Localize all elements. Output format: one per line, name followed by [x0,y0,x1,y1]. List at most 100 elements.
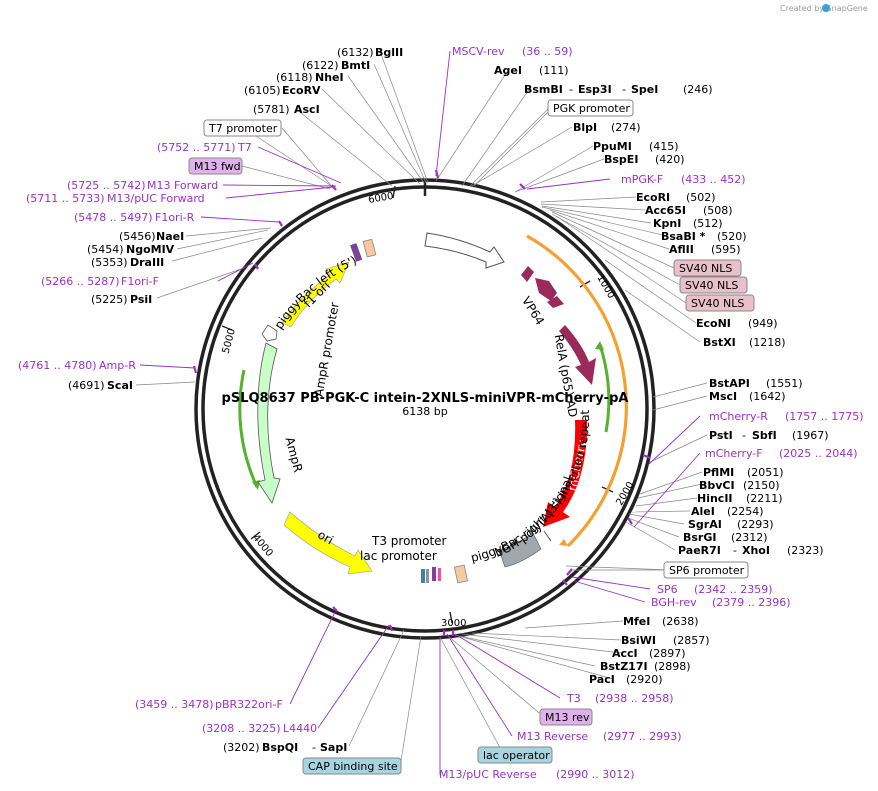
site-esp3i[interactable]: Esp3I [578,83,612,96]
feature-orange-box-bottom[interactable] [453,564,469,584]
site-bglii[interactable]: BglII [375,46,403,59]
feature-nls-2[interactable] [547,296,564,308]
feature-t7-box[interactable] [350,243,363,262]
site-afliii-pos: (595) [711,243,741,256]
feature-piggybac-left-arrow[interactable] [424,232,505,269]
box-sv40-nls-2[interactable] [679,276,748,294]
box-m13-rev[interactable] [539,708,593,726]
primer-f1ori-r[interactable]: F1ori-R [155,211,195,224]
site-mfei[interactable]: MfeI [623,615,650,628]
site-bsmbi[interactable]: BsmBI [524,83,563,96]
site-bstxi[interactable]: BstXI [703,336,736,349]
box-cap-binding-site[interactable] [302,757,402,775]
box-t7-promoter[interactable] [203,119,282,137]
site-bsrgi-pos: (2312) [731,531,768,544]
box-m13-fwd[interactable] [188,157,243,175]
site-asci[interactable]: AscI [294,103,320,116]
site-bspei[interactable]: BspEI [604,153,638,166]
site-ecorv-pos: (6105) [244,84,281,97]
primer-m13-reverse[interactable]: M13 Reverse [517,730,588,743]
feature-mcherry-arrow[interactable] [543,420,588,527]
box-pgk-promoter[interactable] [547,99,634,117]
box-m13-rev-label: M13 rev [545,711,590,724]
snapgene-logo [822,4,830,12]
site-econi[interactable]: EcoNI [696,317,731,330]
primer-mcherry-f[interactable]: mCherry-F [705,447,763,460]
site-hincii-pos: (2211) [746,492,783,505]
site-asci-pos: (5781) [253,103,290,116]
primer-m13-puc-forward[interactable]: M13/pUC Forward [107,192,205,205]
box-sv40-nls-3[interactable] [685,294,755,312]
site-paer7i[interactable]: PaeR7I [678,544,721,557]
feature-rela-arrow[interactable] [559,325,596,385]
site-bmti[interactable]: BmtI [341,59,370,72]
site-sbfi[interactable]: SbfI [752,429,777,442]
primer-mpgk-f[interactable]: mPGK-F [621,173,663,186]
primer-l4440[interactable]: L4440 [283,722,317,735]
site-bbvci-pos: (2150) [743,479,780,492]
site-agei[interactable]: AgeI [494,64,522,77]
site-bspqi[interactable]: BspQI [262,741,298,754]
site-psii[interactable]: PsiI [130,293,152,306]
primer-m13-forward[interactable]: M13 Forward [147,179,218,192]
site-paci[interactable]: PacI [589,673,615,686]
site-msci[interactable]: MscI [709,390,737,403]
site-bstz17i[interactable]: BstZ17I [600,660,648,673]
site-alei[interactable]: AleI [691,505,715,518]
site-acci[interactable]: AccI [612,647,638,660]
feature-pb-right-box[interactable] [543,530,552,542]
site-econi-pos: (949) [748,317,778,330]
feature-ori-arrow[interactable] [283,511,373,575]
site-bsabi[interactable]: BsaBI * [661,230,706,243]
feature-amp-promoter-arrow[interactable] [261,324,278,342]
site-bsabi-pos: (520) [717,230,747,243]
site-draiii[interactable]: DraIII [130,256,164,269]
site-sgrai[interactable]: SgrAI [688,518,722,531]
box-lac-operator[interactable] [477,746,553,764]
box-sp6-promoter[interactable] [663,561,749,579]
site-kpni[interactable]: KpnI [653,217,681,230]
site-blpi[interactable]: BlpI [573,121,597,134]
site-bbvci[interactable]: BbvCI [699,479,735,492]
site-xhoi[interactable]: XhoI [742,544,770,557]
site-hincii[interactable]: HincII [697,492,733,505]
site-bglii-pos: (6132) [337,46,374,59]
site-spei[interactable]: SpeI [631,83,658,96]
feature-bgh-polya[interactable] [498,532,542,568]
site-bsrgi[interactable]: BsrGI [683,531,716,544]
primer-mcherry-r[interactable]: mCherry-R [709,410,768,423]
site-nhei[interactable]: NheI [315,71,344,84]
primer-amp-r[interactable]: Amp-R [99,359,136,372]
feature-ampr-arrow[interactable] [257,342,281,504]
site-pflmi[interactable]: PflMI [703,466,734,479]
site-afliii[interactable]: AflII [669,243,694,256]
primer-pbr322ori-f[interactable]: pBR322ori-F [215,698,283,711]
primer-bgh-rev[interactable]: BGH-rev [651,596,697,609]
primer-t7[interactable]: T7 [237,141,252,154]
feature-orange-box-top[interactable] [362,238,377,258]
site-ecori[interactable]: EcoRI [636,191,670,204]
box-sv40-nls-1[interactable] [673,259,742,277]
site-scai[interactable]: ScaI [107,379,133,392]
orange-span-arc [526,234,628,548]
site-naei[interactable]: NaeI [156,230,184,243]
feature-nls-1[interactable] [521,266,534,282]
primer-m13-puc-reverse[interactable]: M13/pUC Reverse [439,768,537,781]
site-ngomiv[interactable]: NgoMIV [126,243,175,256]
site-acc65i[interactable]: Acc65I [645,204,686,217]
site-psti[interactable]: PstI [709,429,733,442]
site-bstapi[interactable]: BstAPI [709,377,750,390]
primer-sp6[interactable]: SP6 [657,583,678,596]
site-ppumi[interactable]: PpuMI [593,140,632,153]
site-bsiwi[interactable]: BsiWI [621,634,656,647]
primer-t3[interactable]: T3 [566,692,581,705]
site-sapi[interactable]: SapI [320,741,347,754]
primer-mscv-rev[interactable]: MSCV-rev [452,45,505,58]
feature-vp64-arrow[interactable] [535,278,557,301]
feature-label-lac-promoter: lac promoter [360,549,437,563]
feature-lac-cluster[interactable] [421,567,441,583]
primer-bgh-rev-range: (2379 .. 2396) [712,596,791,609]
site-ecorv[interactable]: EcoRV [282,84,321,97]
primer-f1ori-f[interactable]: F1ori-F [121,275,159,288]
feature-f1-ori-arrow[interactable] [281,261,350,328]
